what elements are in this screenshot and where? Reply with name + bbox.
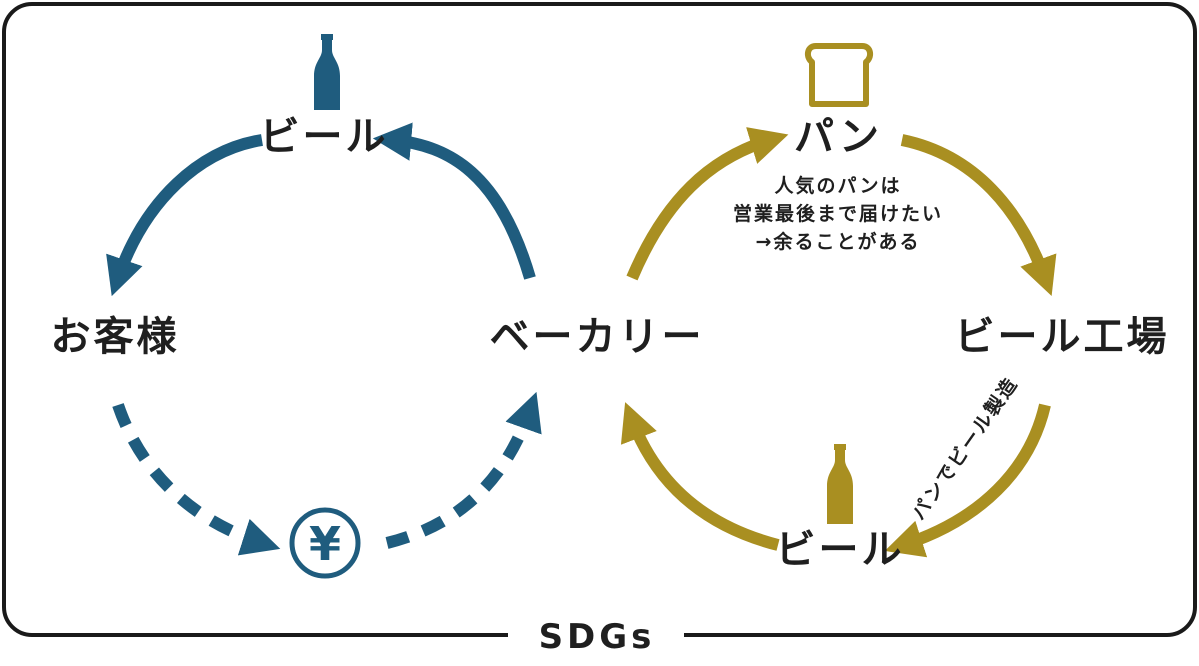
- beer-bottle-icon: [314, 34, 340, 110]
- arrow-bakery-to-beer: [372, 122, 536, 280]
- note-brewing: パンでビール製造: [907, 372, 1023, 524]
- footer-sdgs: SDGs: [539, 617, 656, 657]
- yen-glyph: ¥: [309, 517, 341, 571]
- arrow-bakery-to-bread: [626, 127, 789, 281]
- arrow-beer-to-bakery: [620, 402, 780, 551]
- arrow-bread-to-brewery: [900, 134, 1057, 297]
- arrow-yen-to-bakery: [385, 391, 542, 549]
- bread-slice-icon: [804, 43, 874, 107]
- arrow-beer-to-customer: [106, 134, 264, 297]
- footer-gap: [508, 612, 684, 658]
- yen-coin-icon: ¥: [289, 507, 361, 579]
- node-bakery: ベーカリー: [490, 314, 705, 360]
- node-bread: パン: [794, 114, 882, 160]
- note-bread-line1: 人気のパンは: [775, 174, 902, 197]
- note-bread-line3: →余ることがある: [756, 230, 921, 253]
- node-beer-bottom: ビール: [776, 527, 905, 573]
- node-beer-top: ビール: [260, 114, 389, 160]
- arrow-brewery-to-beer: [884, 403, 1051, 558]
- node-brewery: ビール工場: [955, 314, 1170, 360]
- node-customer: お客様: [51, 314, 180, 360]
- beer-bottle-icon: [827, 444, 853, 524]
- note-bread-line2: 営業最後まで届けたい: [733, 202, 943, 225]
- arrow-customer-to-yen: [112, 403, 281, 556]
